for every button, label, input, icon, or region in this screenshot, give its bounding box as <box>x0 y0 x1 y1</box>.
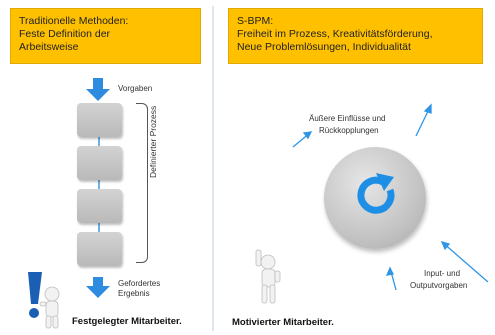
motivated-figure-icon <box>255 249 281 304</box>
process-cycle-circle <box>324 147 426 249</box>
einfluesse-label-line-2: Rückkopplungen <box>319 126 379 135</box>
traditional-header-line-3: Arbeitsweise <box>19 41 79 53</box>
ergebnis-label: Ergebnis <box>118 289 150 298</box>
traditional-header: Traditionelle Methoden: Feste Definition… <box>10 8 201 64</box>
input-label-line-2: Outputvorgaben <box>410 281 468 290</box>
cycle-arrow-icon <box>357 173 395 214</box>
sbpm-header-line-2: Freiheit im Prozess, Kreativitätsförderu… <box>237 28 433 40</box>
influence-arrows <box>292 103 489 291</box>
input-down-arrow-icon <box>86 78 110 101</box>
input-label-line-1: Input- und <box>424 269 461 278</box>
right-diagram-svg <box>255 103 489 304</box>
process-step-1 <box>77 103 122 137</box>
influence-arrow-bottom-right <box>441 241 489 283</box>
panel-divider <box>212 6 214 331</box>
exclamation-icon <box>28 272 42 318</box>
sbpm-header-line-1: S-BPM: <box>237 15 274 27</box>
process-bracket <box>136 103 148 263</box>
vorgaben-label: Vorgaben <box>118 84 153 93</box>
sbpm-header: S-BPM: Freiheit im Prozess, Kreativitäts… <box>228 8 483 64</box>
gefordertes-label: Gefordertes <box>118 279 161 288</box>
output-down-arrow-icon <box>86 277 110 298</box>
traditional-methods-panel: Traditionelle Methoden: Feste Definition… <box>0 0 212 335</box>
process-step-3 <box>77 189 122 223</box>
defined-process-label: Definierter Prozess <box>148 105 158 178</box>
motivated-employee-label: Motivierter Mitarbeiter. <box>232 317 334 328</box>
fixed-employee-label: Festgelegter Mitarbeiter. <box>72 316 182 327</box>
process-flow-line <box>98 108 100 258</box>
sbpm-header-line-3: Neue Problemlösungen, Individualität <box>237 41 411 53</box>
left-diagram-svg <box>28 78 110 329</box>
traditional-header-line-2: Feste Definition der <box>19 28 111 40</box>
process-step-2 <box>77 146 122 180</box>
einfluesse-label-line-1: Äußere Einflüsse und <box>309 114 386 123</box>
traditional-header-line-1: Traditionelle Methoden: <box>19 15 129 27</box>
process-step-4 <box>77 232 122 266</box>
stick-figure-icon <box>39 286 60 329</box>
sbpm-panel: S-BPM: Freiheit im Prozess, Kreativitäts… <box>218 0 495 335</box>
